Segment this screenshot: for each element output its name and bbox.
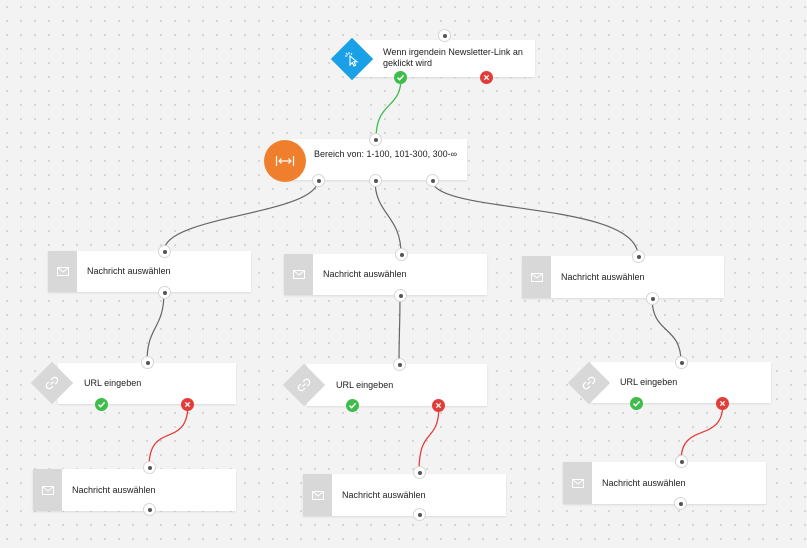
condition-no-port[interactable] — [181, 398, 194, 411]
connector-msg1-url1 — [146, 291, 165, 363]
message-label: Nachricht auswählen — [561, 272, 645, 282]
envelope-icon — [571, 478, 584, 488]
message-output-port[interactable] — [675, 498, 686, 509]
message-node[interactable]: Nachricht auswählen — [563, 462, 766, 504]
message-label: Nachricht auswählen — [602, 478, 686, 488]
condition-yes-port[interactable] — [95, 398, 108, 411]
link-icon — [297, 378, 311, 392]
trigger-node[interactable]: Wenn irgendein Newsletter-Link an geklic… — [350, 40, 535, 77]
envelope-icon — [530, 272, 543, 282]
range-arrows-icon — [275, 156, 295, 166]
message-label: Nachricht auswählen — [87, 266, 171, 276]
envelope-icon — [292, 270, 305, 279]
message-node[interactable]: Nachricht auswählen — [522, 256, 724, 298]
split-output-port-1[interactable] — [313, 175, 324, 186]
message-icon-tile — [303, 474, 332, 516]
message-icon-tile — [522, 256, 551, 298]
condition-input-port[interactable] — [142, 357, 153, 368]
message-icon-tile — [48, 251, 77, 292]
condition-yes-port[interactable] — [346, 399, 359, 412]
connector-no-url1-msg4 — [148, 403, 189, 468]
message-output-port[interactable] — [395, 290, 406, 301]
trigger-icon-tile — [330, 37, 374, 81]
check-icon — [396, 74, 405, 81]
message-icon-tile — [284, 254, 313, 295]
message-output-port[interactable] — [144, 504, 155, 515]
trigger-label: Wenn irgendein Newsletter-Link an geklic… — [383, 47, 523, 68]
trigger-no-port[interactable] — [480, 71, 493, 84]
message-output-port[interactable] — [647, 293, 658, 304]
connector-no-url2-msg5 — [418, 404, 440, 473]
split-node[interactable]: Bereich von: 1-100, 101-300, 300-∞ — [282, 139, 467, 180]
connector-split-msg3 — [431, 179, 639, 257]
message-node[interactable]: Nachricht auswählen — [284, 254, 487, 295]
condition-no-port[interactable] — [432, 399, 445, 412]
condition-label: URL eingeben — [620, 377, 678, 387]
condition-label: URL eingeben — [84, 378, 142, 388]
message-node[interactable]: Nachricht auswählen — [303, 474, 506, 516]
message-node[interactable]: Nachricht auswählen — [48, 251, 251, 292]
split-label: Bereich von: 1-100, 101-300, 300-∞ — [314, 149, 458, 159]
message-output-port[interactable] — [414, 509, 425, 520]
check-icon — [97, 401, 106, 408]
condition-node[interactable]: URL eingeben — [591, 362, 771, 403]
message-node[interactable]: Nachricht auswählen — [33, 469, 236, 511]
check-icon — [348, 402, 357, 409]
message-label: Nachricht auswählen — [323, 269, 407, 279]
condition-input-port[interactable] — [394, 359, 405, 370]
message-input-port[interactable] — [676, 456, 687, 467]
envelope-icon — [56, 267, 69, 276]
condition-icon-tile — [567, 361, 611, 405]
condition-input-port[interactable] — [676, 357, 687, 368]
connector-split-msg2 — [374, 179, 402, 255]
condition-node[interactable]: URL eingeben — [58, 363, 236, 404]
message-icon-tile — [563, 462, 592, 504]
condition-icon-tile — [282, 363, 326, 407]
check-icon — [632, 400, 641, 407]
connector-msg3-url3 — [651, 297, 682, 363]
cursor-click-icon — [345, 52, 359, 67]
condition-node[interactable]: URL eingeben — [307, 364, 487, 406]
message-label: Nachricht auswählen — [72, 485, 156, 495]
message-input-port[interactable] — [144, 462, 155, 473]
condition-yes-port[interactable] — [630, 397, 643, 410]
trigger-input-port[interactable] — [439, 30, 450, 41]
message-input-port[interactable] — [414, 467, 425, 478]
trigger-yes-port[interactable] — [394, 71, 407, 84]
close-icon — [483, 74, 490, 81]
split-output-port-3[interactable] — [427, 175, 438, 186]
message-input-port[interactable] — [396, 249, 407, 260]
close-icon — [184, 401, 191, 408]
condition-icon-tile — [30, 361, 74, 405]
split-output-port-2[interactable] — [370, 175, 381, 186]
message-input-port[interactable] — [159, 246, 170, 257]
message-output-port[interactable] — [159, 287, 170, 298]
condition-no-port[interactable] — [716, 397, 729, 410]
envelope-icon — [41, 485, 54, 495]
envelope-icon — [311, 490, 324, 500]
message-input-port[interactable] — [633, 251, 644, 262]
connector-no-url3-msg6 — [680, 402, 724, 462]
split-icon-tile — [264, 140, 306, 182]
connector-msg2-url2 — [398, 294, 401, 365]
close-icon — [435, 402, 442, 409]
split-input-port[interactable] — [370, 134, 381, 145]
message-label: Nachricht auswählen — [342, 490, 426, 500]
condition-label: URL eingeben — [336, 380, 394, 390]
message-icon-tile — [33, 469, 62, 511]
connector-split-msg1 — [163, 179, 319, 252]
link-icon — [45, 376, 59, 390]
close-icon — [719, 400, 726, 407]
link-icon — [582, 376, 596, 390]
connector-yes-trigger-split — [375, 77, 402, 140]
